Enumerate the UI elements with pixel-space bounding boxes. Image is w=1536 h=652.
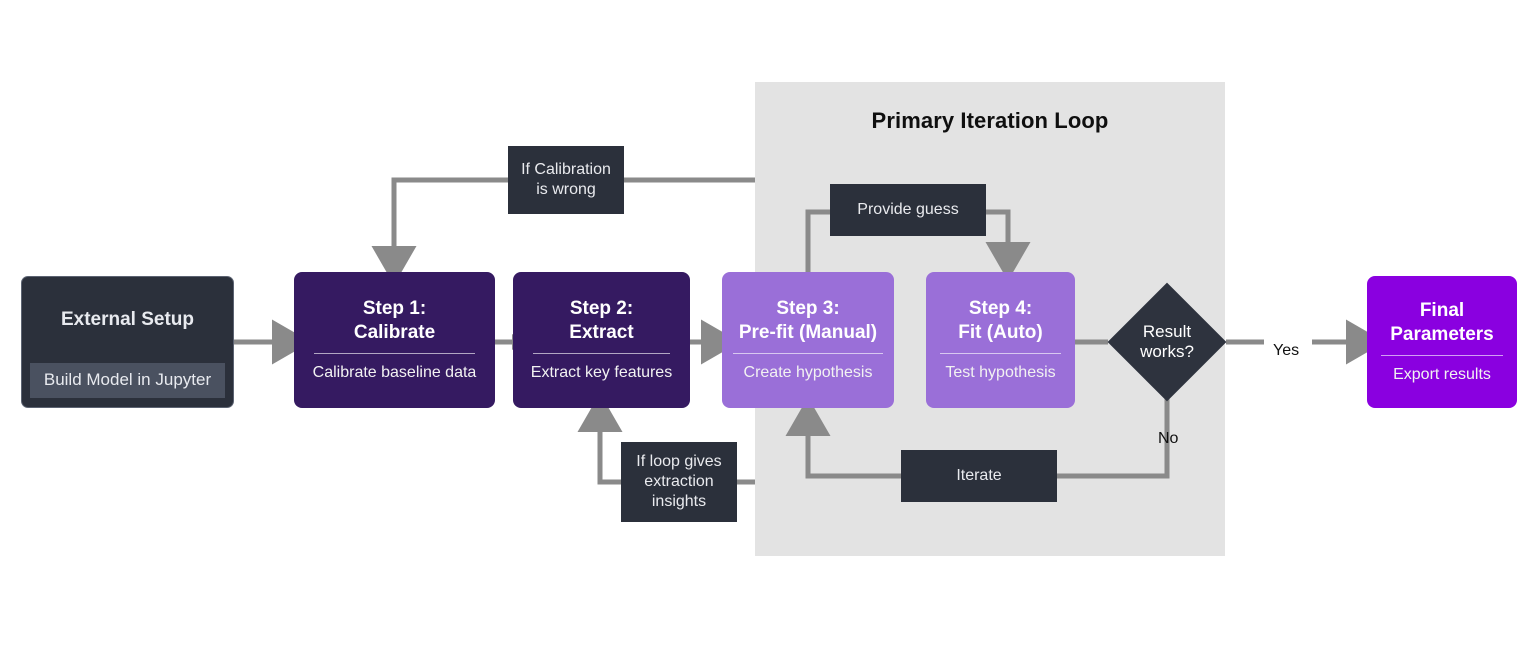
step4-subtitle: Test hypothesis — [945, 363, 1056, 381]
node-final-parameters[interactable]: Final Parameters Export results — [1367, 276, 1517, 408]
subgraph-title: Primary Iteration Loop — [871, 108, 1109, 133]
step2-divider — [533, 352, 670, 354]
edge-iterate-left — [785, 397, 901, 479]
edge-label-yes: Yes — [1273, 342, 1300, 359]
step1-title: Step 1: Calibrate — [353, 298, 436, 343]
step1-subtitle: Calibrate baseline data — [312, 363, 477, 381]
node-step2-extract[interactable]: Step 2: Extract Extract key features — [513, 272, 690, 408]
node-external-setup[interactable]: External Setup Build Model in Jupyter — [21, 276, 234, 408]
node-step1-calibrate[interactable]: Step 1: Calibrate Calibrate baseline dat… — [294, 272, 495, 408]
final-subtitle: Export results — [1393, 365, 1491, 383]
edge-label-no: No — [1158, 430, 1179, 447]
node-step3-prefit-manual[interactable]: Step 3: Pre-fit (Manual) Create hypothes… — [722, 272, 894, 408]
edge-label-calibration-wrong: If Calibration is wrong — [508, 146, 624, 214]
step2-title: Step 2: Extract — [569, 298, 634, 343]
decision-label: Result works? — [1140, 321, 1194, 361]
step4-title: Step 4: Fit (Auto) — [958, 298, 1043, 343]
step3-divider — [733, 352, 883, 354]
external-setup-subtitle: Build Model in Jupyter — [30, 363, 225, 398]
edge-iterate-right — [1057, 382, 1170, 479]
step2-subtitle: Extract key features — [530, 363, 673, 381]
node-decision-result-works[interactable]: Result works? — [1107, 282, 1227, 402]
final-title: Final Parameters — [1390, 300, 1494, 345]
step4-divider — [940, 352, 1061, 354]
edge-provide-guess-left — [805, 209, 830, 272]
step3-subtitle: Create hypothesis — [743, 363, 873, 381]
step1-divider — [314, 352, 475, 354]
edge-label-loop-insights: If loop gives extraction insights — [621, 442, 737, 522]
final-divider — [1381, 354, 1503, 356]
edge-label-iterate: Iterate — [901, 450, 1057, 502]
edge-calib-wrong-left — [371, 177, 508, 285]
edge-loop-insights-left — [577, 393, 623, 485]
node-step4-fit-auto[interactable]: Step 4: Fit (Auto) Test hypothesis — [926, 272, 1075, 408]
external-setup-title: External Setup — [60, 309, 195, 331]
step3-title: Step 3: Pre-fit (Manual) — [738, 298, 878, 343]
edge-provide-guess-right — [985, 209, 1031, 281]
edge-label-provide-guess: Provide guess — [830, 184, 986, 236]
